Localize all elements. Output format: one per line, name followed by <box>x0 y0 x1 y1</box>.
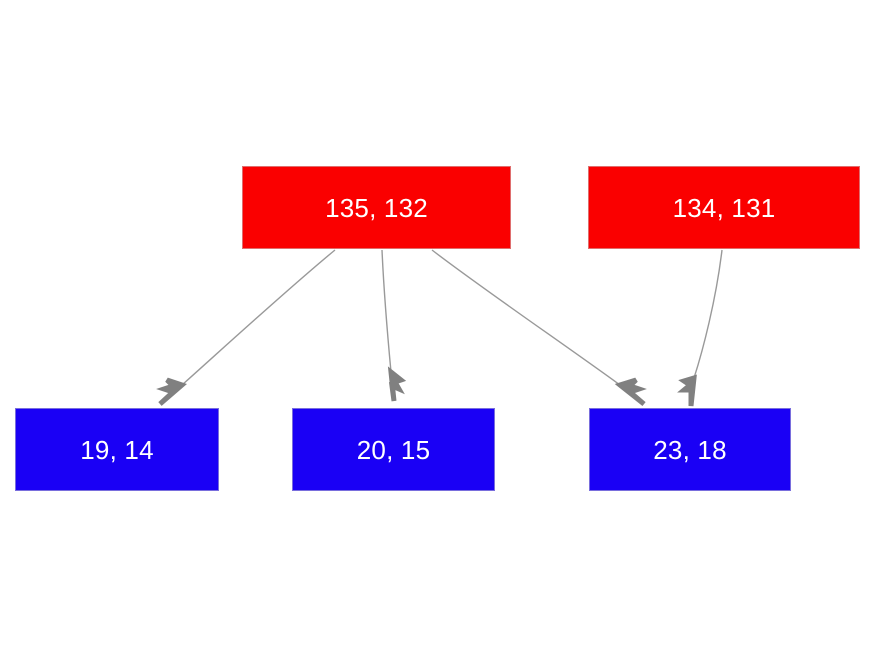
node-label: 19, 14 <box>80 434 154 465</box>
edge-135-132-to-23-18 <box>431 249 647 406</box>
arrowhead-icon <box>387 366 407 402</box>
edge-line <box>431 249 621 386</box>
arrowhead-icon <box>156 377 187 406</box>
edge-134-131-to-23-18 <box>677 249 723 407</box>
edge-line <box>181 249 336 386</box>
edge-135-132-to-19-14 <box>156 249 336 406</box>
graph-node-135-132[interactable]: 135, 132 <box>242 166 511 249</box>
edge-135-132-to-20-15 <box>381 249 407 402</box>
edge-line <box>381 249 392 373</box>
edge-line <box>693 249 723 379</box>
graph-node-19-14[interactable]: 19, 14 <box>15 408 219 491</box>
graph-node-134-131[interactable]: 134, 131 <box>588 166 860 249</box>
node-label: 20, 15 <box>356 434 431 465</box>
arrowhead-icon <box>614 377 647 406</box>
graph-node-23-18[interactable]: 23, 18 <box>589 408 791 491</box>
node-label: 23, 18 <box>653 434 727 465</box>
node-label: 134, 131 <box>672 192 776 223</box>
arrowhead-icon <box>677 374 697 407</box>
node-label: 135, 132 <box>325 192 428 223</box>
graph-node-20-15[interactable]: 20, 15 <box>292 408 495 491</box>
